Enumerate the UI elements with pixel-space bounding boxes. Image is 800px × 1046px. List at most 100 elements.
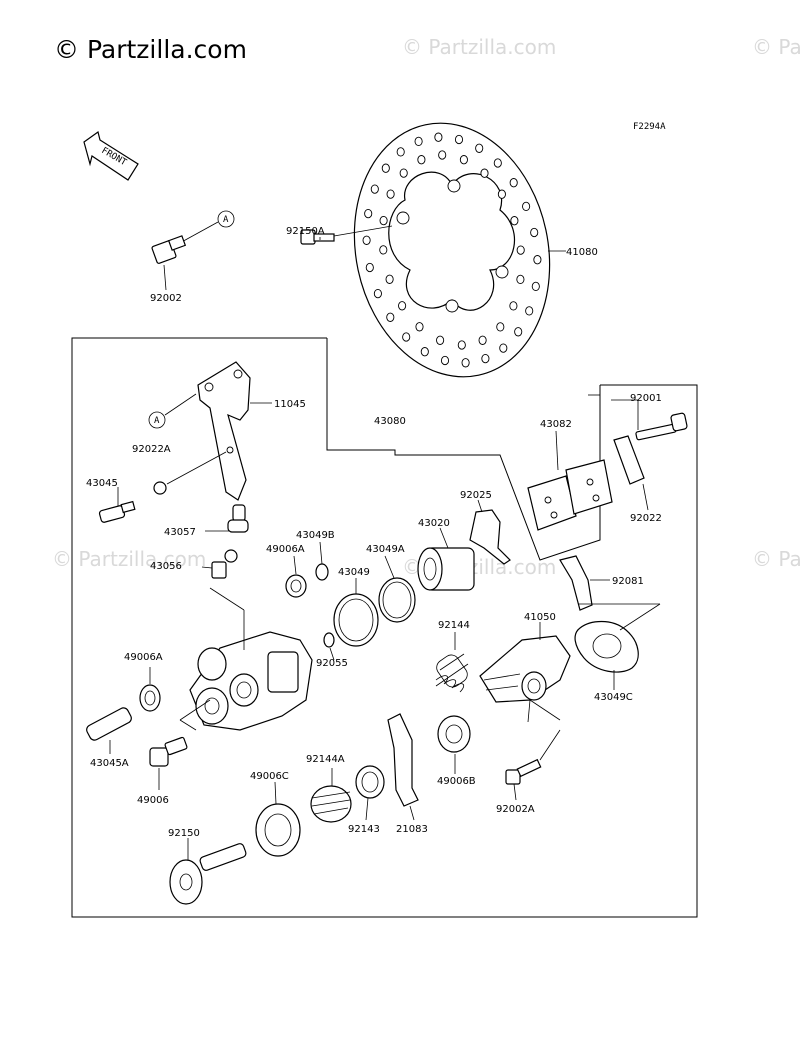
disc-vent-hole: [516, 245, 525, 255]
brake-pads-43082-drawing: [527, 459, 613, 531]
ring-43049b-drawing: [315, 563, 329, 581]
spring-92144a-drawing: [310, 785, 352, 823]
disc-vent-hole: [362, 235, 371, 245]
disc-vent-hole: [478, 335, 487, 345]
part-label-92150: 92150: [168, 828, 200, 839]
part-label-43080: 43080: [374, 416, 406, 427]
bolt-49006-drawing: [149, 736, 188, 767]
part-label-49006a-top: 49006A: [266, 544, 305, 555]
callout-a-bottom: [148, 411, 166, 429]
spring-92144-drawing: [435, 653, 469, 693]
disc-vent-hole: [480, 168, 489, 178]
part-label-92144a: 92144A: [306, 754, 345, 765]
part-label-92002a: 92002A: [496, 804, 535, 815]
part-label-43045: 43045: [86, 478, 118, 489]
adjuster-92150-drawing: [169, 843, 247, 905]
disc-vent-hole: [475, 143, 484, 153]
disc-vent-hole: [481, 353, 490, 364]
disc-vent-hole: [399, 168, 408, 178]
disc-vent-hole: [510, 216, 519, 226]
pin-43045a-drawing: [86, 707, 132, 741]
disc-vent-hole: [530, 227, 539, 238]
watermark-mid-right: © Partzilla.com: [752, 547, 800, 571]
part-label-92150a: 92150A: [286, 226, 325, 237]
disc-vent-hole: [420, 347, 429, 357]
disc-vent-hole: [499, 343, 508, 353]
disc-vent-hole: [434, 132, 443, 142]
part-label-92144: 92144: [438, 620, 470, 631]
seal-49006a-top-drawing: [285, 574, 307, 598]
disc-vent-hole: [522, 201, 531, 212]
part-label-43049c: 43049C: [594, 692, 633, 703]
seal-43049-drawing: [333, 593, 379, 647]
part-label-49006a-left: 49006A: [124, 652, 163, 663]
disc-vent-hole: [436, 335, 445, 345]
watermark-mid-left: © Partzilla.com: [52, 547, 206, 571]
seal-49006b-drawing: [437, 715, 471, 753]
fitting-43057-drawing: [224, 504, 249, 563]
disc-vent-hole: [457, 340, 466, 350]
disc-vent-hole: [379, 215, 388, 226]
part-label-92055: 92055: [316, 658, 348, 669]
part-label-92022: 92022: [630, 513, 662, 524]
watermark-top-right: © Partzilla.com: [752, 35, 800, 59]
disc-vent-hole: [415, 322, 424, 332]
oring-92055-drawing: [323, 632, 335, 648]
part-label-49006b: 49006B: [437, 776, 476, 787]
partzilla-brand: © Partzilla.com: [54, 35, 247, 64]
cup-92143-drawing: [355, 765, 385, 799]
part-labels: 41080 92002 92150A 11045 92022A 43080 43…: [86, 226, 662, 839]
front-arrow-icon: FRONT: [83, 130, 139, 181]
caliper-body-drawing: [189, 587, 313, 731]
snap-ring-92022a-drawing: [153, 481, 167, 495]
disc-vent-hole: [386, 312, 395, 322]
disc-vent-hole: [509, 301, 518, 311]
disc-vent-hole: [496, 322, 505, 332]
disc-vent-hole: [402, 332, 411, 342]
disc-vent-hole: [365, 262, 374, 273]
disc-vent-hole: [364, 208, 373, 219]
disc-vent-hole: [414, 136, 423, 147]
lever-41050-drawing: [479, 635, 571, 703]
part-label-43057: 43057: [164, 527, 196, 538]
part-label-92025: 92025: [460, 490, 492, 501]
disc-vent-hole: [454, 134, 464, 145]
fitting-43056-drawing: [211, 561, 227, 579]
bolt-92002-drawing: [151, 221, 219, 264]
part-label-41050: 41050: [524, 612, 556, 623]
disc-vent-hole: [461, 358, 470, 368]
washer-92022-drawing: [613, 435, 645, 485]
disc-vent-hole: [493, 158, 502, 168]
part-label-43082: 43082: [540, 419, 572, 430]
lever-21083-drawing: [387, 713, 419, 807]
disc-vent-hole: [438, 150, 447, 160]
disc-vent-hole: [379, 245, 388, 255]
assembly-frame-right: [326, 338, 601, 561]
part-label-43056: 43056: [150, 561, 182, 572]
part-label-92143: 92143: [348, 824, 380, 835]
disc-vent-hole: [396, 147, 405, 157]
disc-vent-hole: [525, 306, 534, 316]
disc-vent-hole: [385, 274, 394, 284]
part-label-41080: 41080: [566, 247, 598, 258]
part-label-43020: 43020: [418, 518, 450, 529]
part-label-49006c: 49006C: [250, 771, 289, 782]
disc-vent-hole: [398, 301, 407, 311]
callout-a-top: [217, 210, 235, 228]
pad-holder-92081-drawing: [559, 555, 593, 611]
piston-43020-drawing: [417, 547, 475, 591]
seal-43049a-drawing: [378, 577, 416, 623]
pin-92001-drawing: [635, 412, 688, 441]
disc-vent-hole: [381, 163, 390, 173]
part-label-92081: 92081: [612, 576, 644, 587]
assembly-frame-left: [71, 337, 698, 918]
disc-vent-hole: [516, 274, 525, 285]
pad-spring-92025-drawing: [469, 509, 511, 565]
disc-vent-hole: [509, 178, 518, 188]
part-label-92002: 92002: [150, 293, 182, 304]
seal-49006a-left-drawing: [139, 684, 161, 712]
disc-vent-hole: [386, 189, 395, 199]
caliper-bracket-drawing: [197, 361, 251, 501]
disc-vent-hole: [440, 355, 450, 366]
part-label-21083: 21083: [396, 824, 428, 835]
